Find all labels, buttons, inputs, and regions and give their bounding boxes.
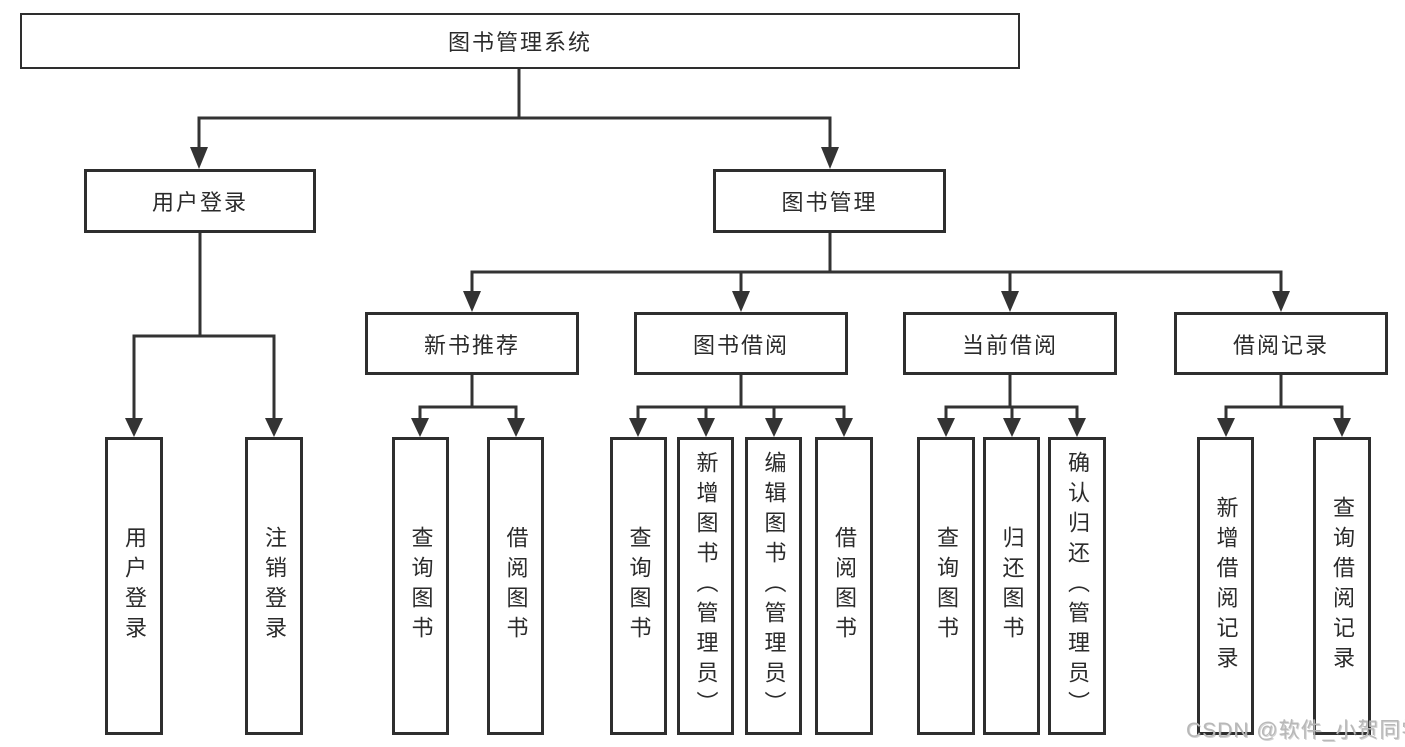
node-user-login: 用户登录	[84, 169, 316, 233]
node-logout: 注销登录	[245, 437, 303, 735]
node-query-books-borrowing: 查询图书	[610, 437, 667, 735]
node-edit-books-admin: 编辑图书（管理员）	[745, 437, 802, 735]
connector-new-book-recommendation-children	[411, 373, 525, 437]
node-current-borrowing: 当前借阅	[903, 312, 1117, 375]
node-confirm-return-admin: 确认归还（管理员）	[1048, 437, 1106, 735]
node-add-borrowing-record: 新增借阅记录	[1197, 437, 1254, 735]
node-user-login-leaf: 用户登录	[105, 437, 163, 735]
node-return-books: 归还图书	[983, 437, 1040, 735]
node-borrowing-records: 借阅记录	[1174, 312, 1388, 375]
connector-book-management-children	[463, 231, 1290, 312]
node-query-borrowing-record: 查询借阅记录	[1313, 437, 1371, 735]
node-query-books-recommend: 查询图书	[392, 437, 449, 735]
node-borrow-books: 借阅图书	[815, 437, 873, 735]
node-library-management-system: 图书管理系统	[20, 13, 1020, 69]
node-query-books-current: 查询图书	[917, 437, 975, 735]
node-borrow-books-recommend: 借阅图书	[487, 437, 544, 735]
connector-current-borrowing-children	[937, 373, 1086, 437]
connector-root-to-level2	[190, 67, 839, 169]
connector-borrowing-records-children	[1217, 373, 1351, 437]
connector-user-login-children	[125, 231, 283, 437]
node-book-borrowing: 图书借阅	[634, 312, 848, 375]
csdn-watermark: CSDN @软件_小贺同学	[1186, 719, 1405, 742]
connector-book-borrowing-children	[629, 373, 853, 437]
node-book-management: 图书管理	[713, 169, 946, 233]
node-new-book-recommendation: 新书推荐	[365, 312, 579, 375]
node-add-books-admin: 新增图书（管理员）	[677, 437, 734, 735]
